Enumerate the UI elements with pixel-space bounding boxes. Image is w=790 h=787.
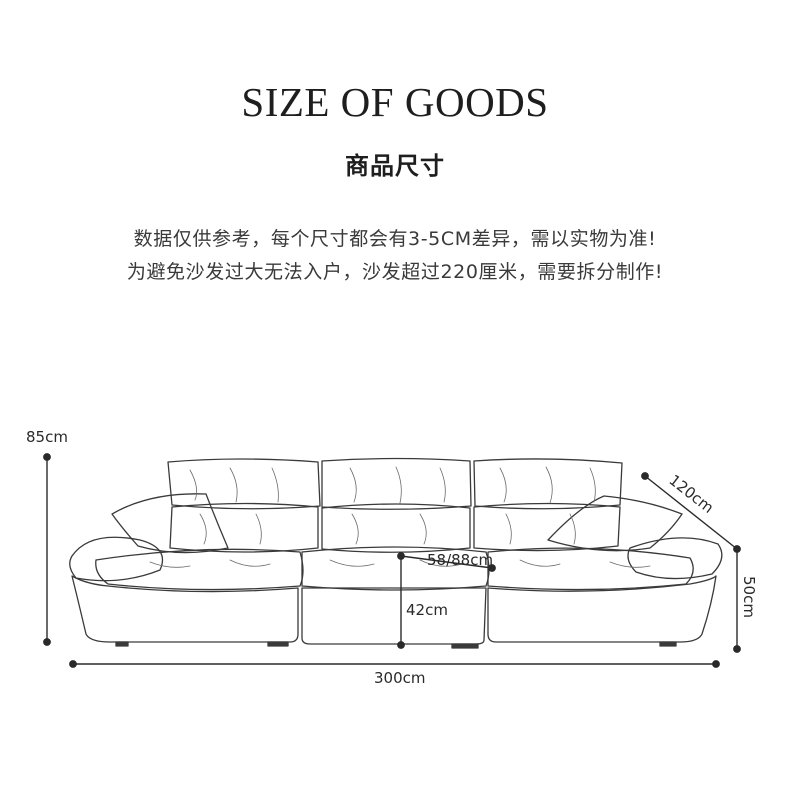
foot-2: [267, 641, 289, 647]
length-label: 300cm: [374, 669, 426, 687]
foot-1: [115, 641, 129, 647]
seat-depth-line: [400, 555, 493, 569]
height-label: 85cm: [26, 428, 68, 446]
length-line-right-dot: [712, 660, 720, 668]
note-line-2: 为避免沙发过大无法入户，沙发超过220厘米，需要拆分制作!: [126, 261, 664, 283]
arm-height-line-bottom-dot: [733, 645, 741, 653]
back-cushion-low-middle: [321, 503, 471, 553]
depth-line: [644, 475, 738, 550]
arm-left: [69, 536, 164, 582]
seat-cushion-left: [95, 548, 304, 591]
title-chinese: 商品尺寸: [345, 152, 445, 180]
seat-height-label: 42cm: [406, 601, 448, 619]
note-line-1: 数据仅供参考，每个尺寸都会有3-5CM差异，需以实物为准!: [133, 228, 657, 250]
back-cushion-top-left: [167, 458, 321, 510]
sofa-illustration: [69, 457, 723, 649]
base-right: [487, 575, 717, 643]
seat-height-line-bottom-dot: [397, 641, 405, 649]
back-cushion-top-right: [473, 458, 623, 510]
seat-depth-label: 58/88cm: [427, 551, 493, 569]
back-cushion-low-left: [169, 502, 319, 553]
height-line-top-dot: [43, 453, 51, 461]
depth-line-start-dot: [641, 472, 649, 480]
length-line-left-dot: [69, 660, 77, 668]
depth-label: 120cm: [666, 471, 718, 517]
pillow-right: [547, 495, 683, 552]
foot-3: [451, 643, 479, 649]
arm-height-label: 50cm: [740, 576, 758, 618]
base-left: [71, 575, 299, 643]
seat-cushion-middle: [301, 546, 490, 591]
height-line-bottom-dot: [43, 638, 51, 646]
back-cushion-low-right: [473, 502, 621, 552]
arm-right: [627, 537, 723, 580]
foot-4: [659, 641, 677, 647]
title-english: SIZE OF GOODS: [241, 79, 549, 125]
dimension-lines: [43, 453, 741, 668]
back-cushion-top-middle: [321, 457, 472, 510]
seat-depth-line-end-dot: [488, 564, 496, 572]
seat-cushion-right: [487, 547, 694, 591]
base-middle: [301, 587, 487, 645]
